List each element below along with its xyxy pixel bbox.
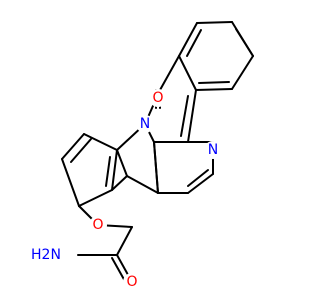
atom-background — [89, 216, 107, 234]
bond — [61, 133, 85, 160]
bond-set — [61, 21, 254, 284]
atom-label-amide-nitrogen: H2N — [31, 247, 61, 263]
bond — [187, 173, 214, 194]
atom-background — [136, 115, 154, 133]
atom-label-lactam-nitrogen: N — [140, 116, 150, 132]
bond — [195, 88, 233, 91]
bond — [178, 55, 197, 91]
bond — [105, 156, 111, 187]
bond — [187, 169, 209, 187]
bond — [198, 81, 230, 84]
atom-label-ether-oxygen: O — [92, 217, 103, 233]
atom-label-carbonyl-oxygen: O — [152, 90, 163, 106]
bond — [116, 149, 128, 177]
atom-background — [204, 141, 222, 159]
bond — [111, 149, 118, 191]
bond — [153, 141, 159, 194]
atom-label-amide-oxygen: O — [126, 274, 137, 290]
bond — [231, 55, 254, 90]
bond — [180, 95, 189, 137]
bond — [159, 55, 180, 91]
molecule-structure: O N N O O H2N — [31, 21, 254, 291]
atom-label-pyridine-nitrogen: N — [208, 142, 218, 158]
molecule-diagram: O N N O O H2N — [31, 21, 254, 291]
bond — [83, 133, 118, 151]
bond — [61, 158, 80, 207]
atom-background — [123, 273, 141, 291]
bond — [116, 226, 133, 256]
atom-background — [34, 243, 58, 267]
bond — [178, 22, 198, 57]
bond — [196, 21, 233, 24]
atom-label-set: O N N O O H2N — [31, 89, 222, 291]
atom-background — [149, 89, 167, 107]
bond — [78, 189, 113, 207]
bond — [186, 29, 202, 57]
bond — [187, 89, 197, 143]
bond — [235, 28, 254, 57]
bond — [111, 175, 128, 191]
bond — [70, 138, 92, 163]
bond — [126, 175, 159, 194]
